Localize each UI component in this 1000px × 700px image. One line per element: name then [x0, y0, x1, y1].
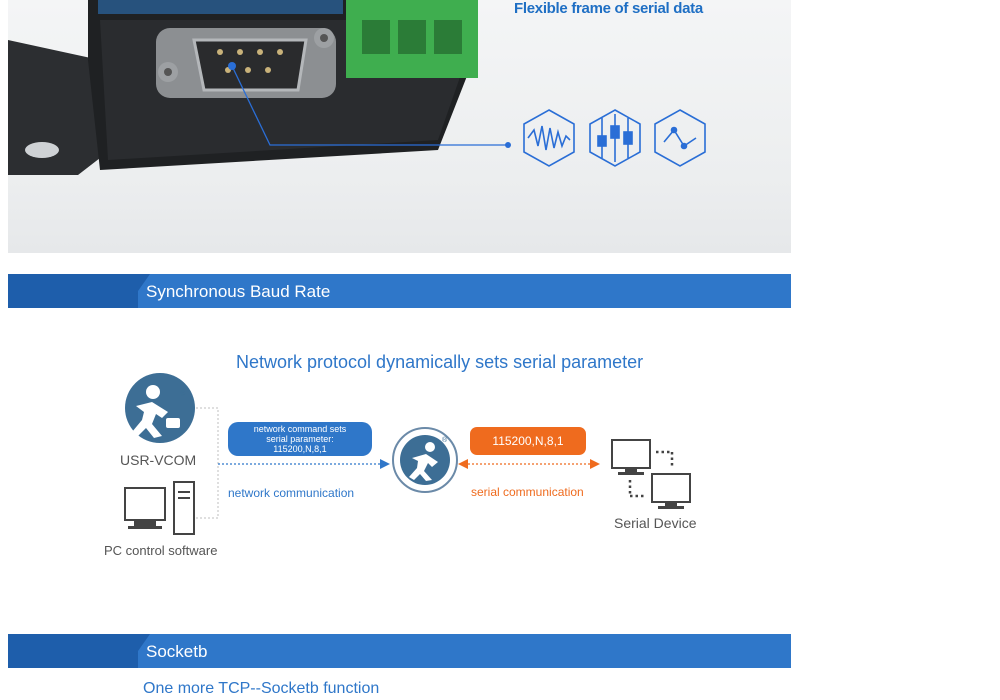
- pc-control-label: PC control software: [104, 543, 218, 558]
- line-graph-icon: [654, 109, 706, 167]
- serial-param-badge: 115200,N,8,1: [470, 427, 586, 455]
- network-command-badge: network command sets serial parameter: 1…: [228, 422, 372, 456]
- serial-device-icon: [611, 439, 691, 509]
- section-banner-socketb: Socketb: [8, 634, 791, 668]
- usr-vcom-icon: ®: [125, 373, 195, 443]
- command-line: network command sets: [253, 424, 347, 434]
- pc-icon: [124, 481, 195, 535]
- command-line: serial parameter:: [266, 434, 334, 444]
- device-illustration: [8, 0, 706, 175]
- svg-text:®: ®: [442, 436, 448, 444]
- banner-tab: [8, 274, 138, 308]
- vcom-label: USR-VCOM: [120, 452, 197, 468]
- protocol-diagram: ® ®: [124, 373, 691, 535]
- section-title: Socketb: [146, 642, 208, 661]
- frame-bits-icon: [589, 109, 641, 167]
- serial-communication-label: serial communication: [471, 485, 584, 499]
- command-line: 115200,N,8,1: [273, 444, 327, 454]
- section-title: Synchronous Baud Rate: [146, 282, 331, 301]
- banner-tab: [8, 634, 138, 668]
- serial-device-label: Serial Device: [614, 515, 697, 531]
- socketb-subtitle: One more TCP--Socketb function: [143, 680, 380, 697]
- banner-tab-slant: [126, 634, 150, 668]
- network-communication-label: network communication: [228, 486, 355, 500]
- product-photo: Flexible frame of serial data: [8, 0, 791, 253]
- svg-text:®: ®: [180, 390, 186, 398]
- usr-center-logo-icon: ®: [392, 427, 458, 493]
- section-banner-baud-rate: Synchronous Baud Rate: [8, 274, 791, 308]
- photo-caption: Flexible frame of serial data: [514, 0, 703, 17]
- waveform-icon: [523, 109, 575, 167]
- banner-tab-slant: [126, 274, 150, 308]
- diagram-title: Network protocol dynamically sets serial…: [236, 352, 644, 372]
